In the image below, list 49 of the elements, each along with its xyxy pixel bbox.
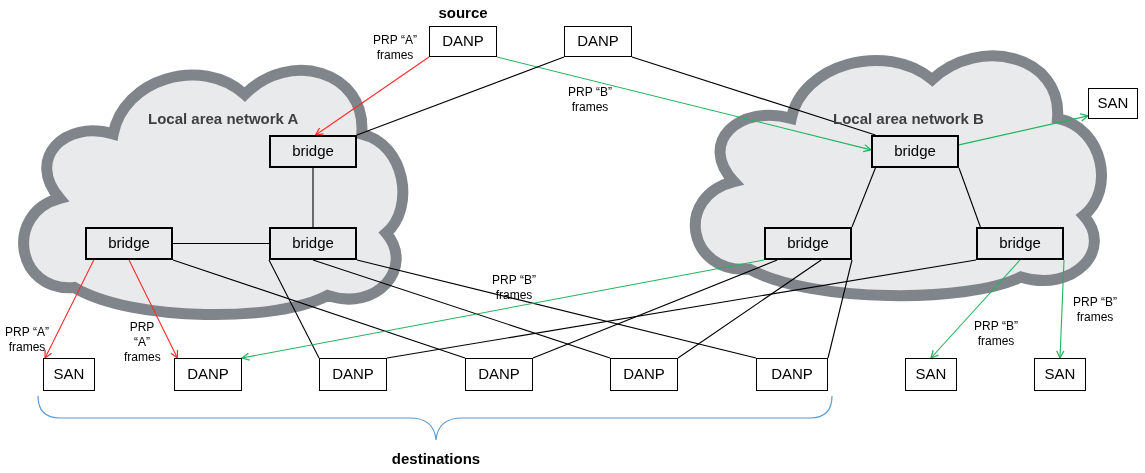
link-line (172, 242, 270, 245)
device-box: SAN (1034, 358, 1086, 391)
bridge-box: bridge (764, 227, 852, 260)
link-line (356, 56, 565, 136)
device-box: DANP (465, 358, 533, 391)
bridge-box: bridge (871, 135, 959, 168)
edge-label: PRP “B” frames (973, 319, 1019, 349)
link-line (851, 167, 876, 228)
edge-label: PRP “A” frames (372, 33, 418, 63)
link-line (268, 259, 320, 359)
device-box: SAN (43, 358, 95, 391)
bridge-box: bridge (269, 227, 357, 260)
arrow (44, 259, 95, 359)
device-box: SAN (1088, 88, 1138, 119)
edge-label: PRP “B” frames (1072, 295, 1118, 325)
node-caption: source (438, 2, 488, 23)
link-line (312, 259, 611, 359)
device-box: DANP (174, 358, 242, 391)
device-box: DANP (429, 26, 497, 57)
group-label: destinations (391, 449, 481, 469)
link-line (827, 259, 853, 359)
link-line (532, 259, 778, 359)
arrow (1056, 259, 1065, 359)
arrow (315, 56, 430, 136)
bridge-box: bridge (269, 135, 357, 168)
link-line (356, 259, 757, 359)
edge-label: PRP “A” frames (4, 325, 50, 355)
arrow (241, 259, 765, 361)
arrow (496, 56, 872, 153)
edge-label: PRP “B” frames (491, 273, 537, 303)
network-heading: Local area network A (148, 109, 299, 129)
network-heading: Local area network B (833, 109, 984, 129)
device-box: DANP (319, 358, 387, 391)
link-line (386, 259, 977, 359)
bridge-box: bridge (976, 227, 1064, 260)
device-box: DANP (756, 358, 828, 391)
bridge-box: bridge (85, 227, 173, 260)
arrow (958, 113, 1089, 146)
link-line (172, 259, 466, 359)
arrow (128, 259, 179, 359)
link-line (677, 259, 822, 359)
link-line (312, 167, 314, 228)
device-box: DANP (564, 26, 632, 57)
device-box: SAN (905, 358, 957, 391)
edge-label: PRP “B” frames (567, 85, 613, 115)
link-line (631, 56, 876, 136)
edge-label: PRP “A” frames (124, 319, 160, 365)
link-line (958, 167, 981, 228)
device-box: DANP (610, 358, 678, 391)
